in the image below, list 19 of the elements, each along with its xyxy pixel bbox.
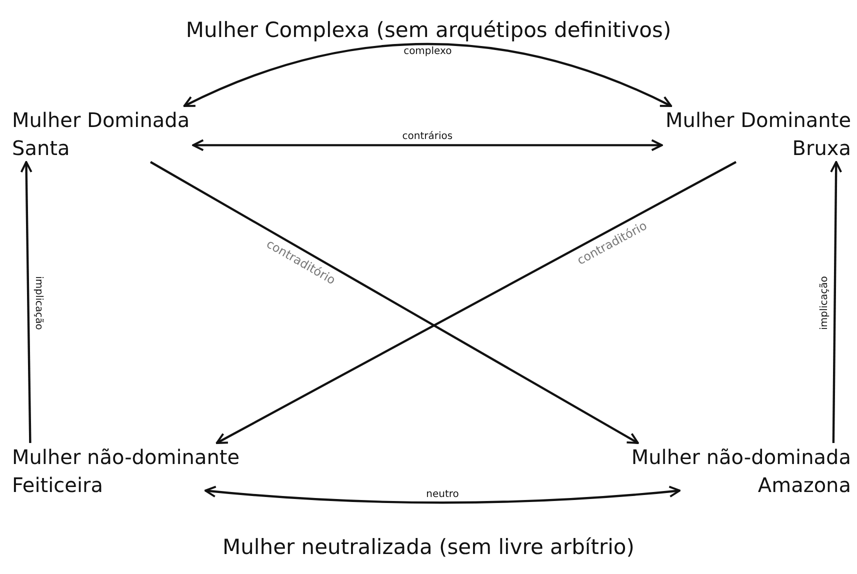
concept-name: Mulher não-dominante <box>12 444 240 471</box>
edge-label: implicação <box>818 274 831 332</box>
arrow <box>204 486 681 504</box>
arrow <box>830 161 842 444</box>
edge-label: complexo <box>402 46 454 58</box>
heading-note: Mulher Complexa (sem arquétipos definitivos) <box>184 18 672 42</box>
archetype-name: Bruxa <box>792 135 851 162</box>
arrow <box>150 161 639 444</box>
concept-name: Mulher Dominada <box>12 107 190 134</box>
arrow <box>20 161 32 444</box>
arrow <box>192 139 663 152</box>
arrow <box>216 161 737 444</box>
arrow <box>183 43 672 108</box>
archetype-name: Amazona <box>758 472 851 499</box>
bottom-note: Mulher neutralizada (sem livre arbítrio) <box>222 535 636 559</box>
concept-name: Mulher Dominante <box>666 107 851 134</box>
archetype-name: Santa <box>12 135 70 162</box>
concept-name: Mulher não-dominada <box>631 444 851 471</box>
archetype-name: Feiticeira <box>12 472 104 499</box>
